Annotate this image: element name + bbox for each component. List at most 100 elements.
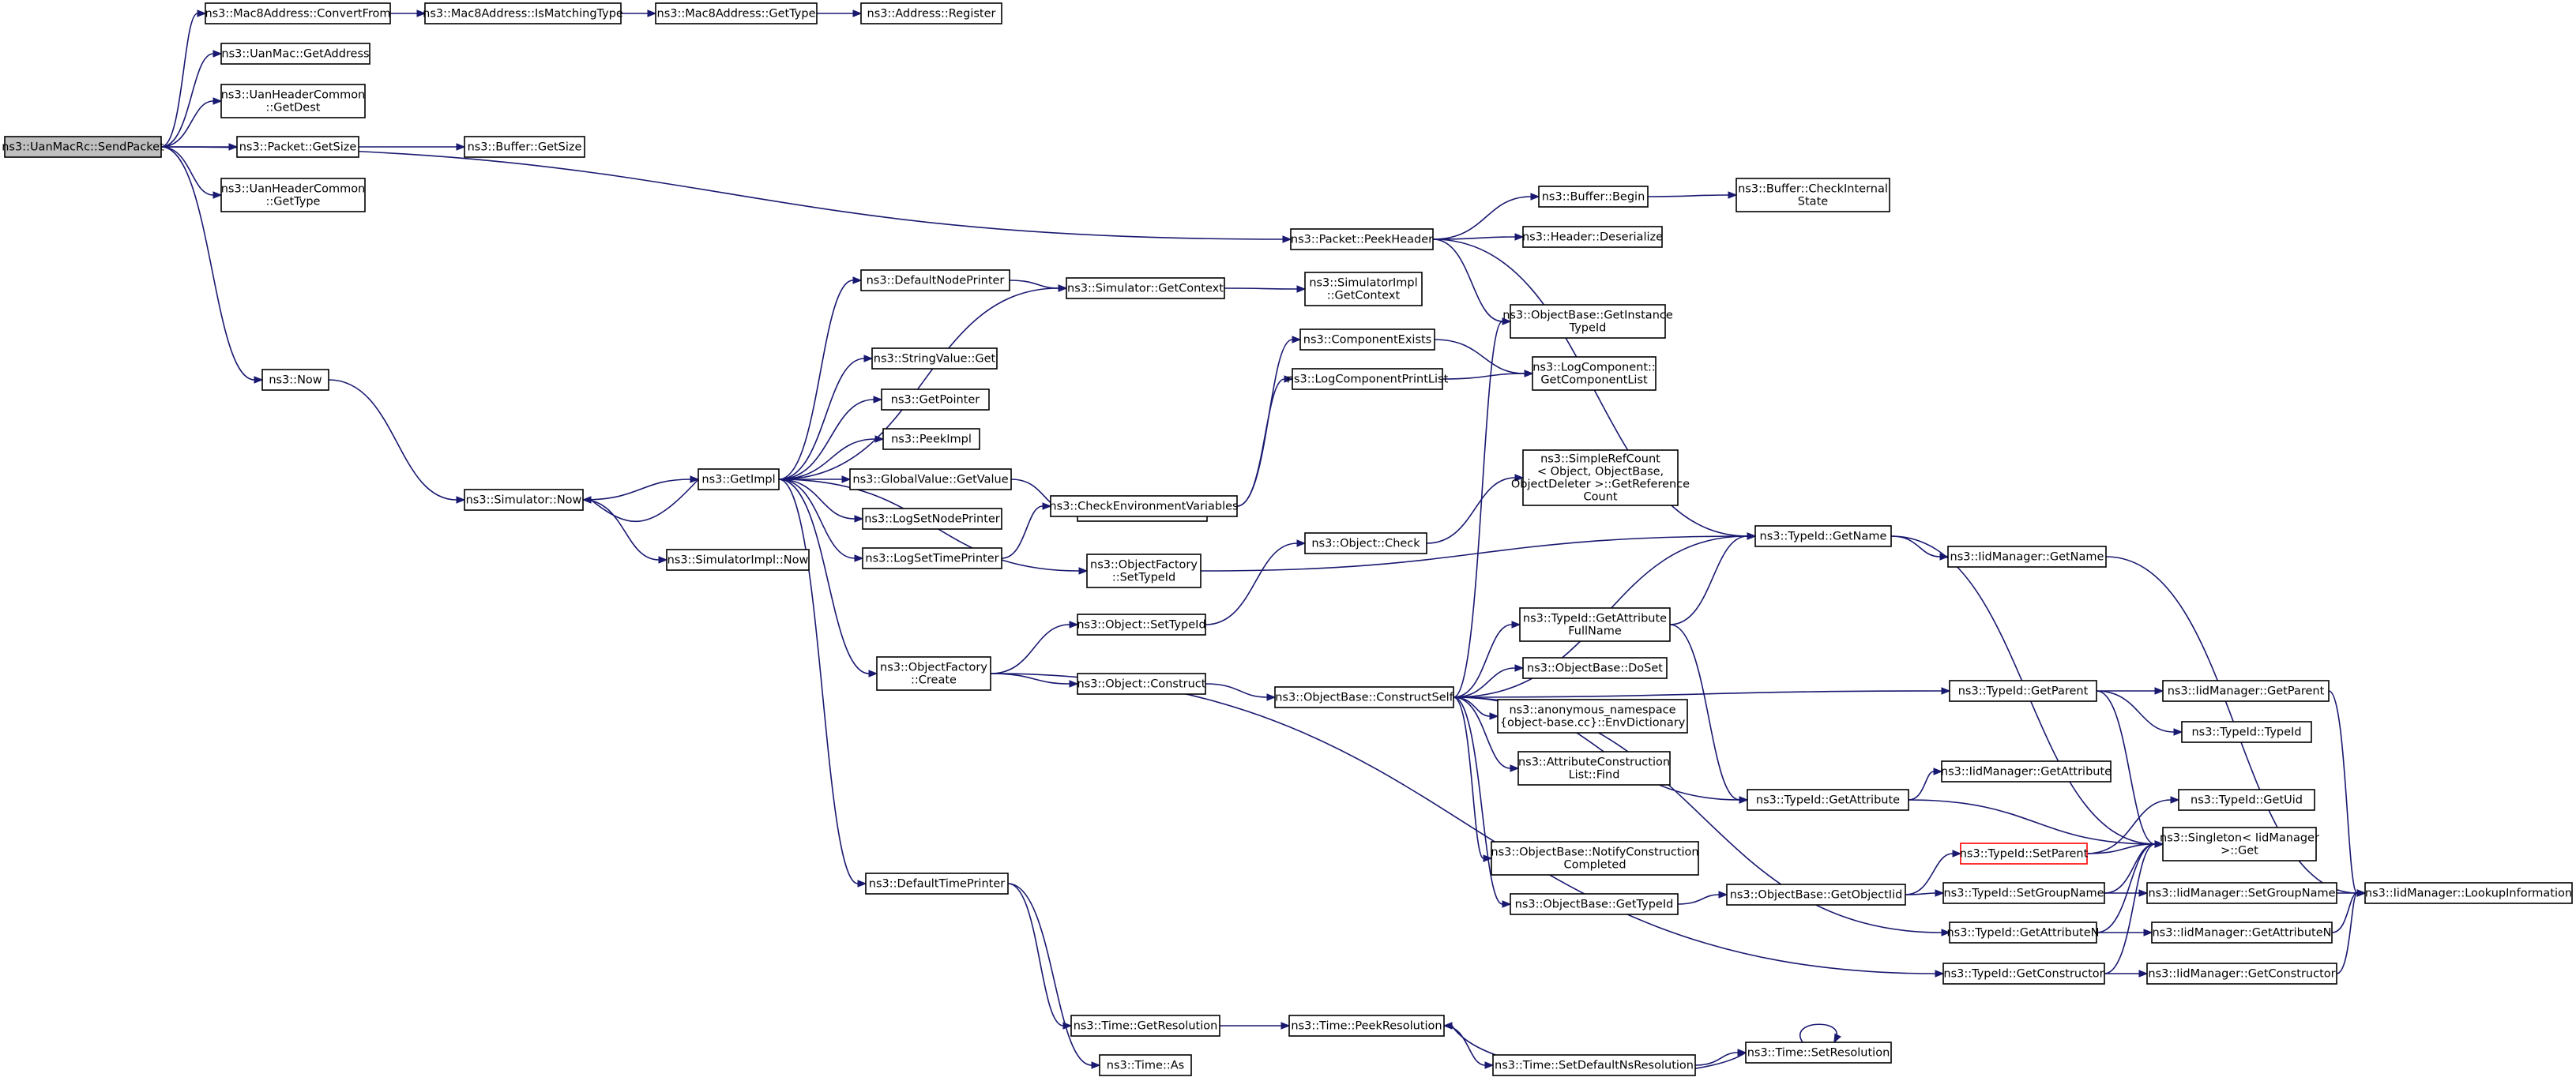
edge-line xyxy=(990,624,1070,674)
node-iidgetattribute[interactable]: ns3::IidManager::GetAttribute xyxy=(1941,760,2112,783)
node-hdrgetdest[interactable]: ns3::UanHeaderCommon::GetDest xyxy=(220,84,366,118)
node-objbasegettypeid[interactable]: ns3::ObjectBase::GetTypeId xyxy=(1510,893,1679,915)
node-compexists[interactable]: ns3::ComponentExists xyxy=(1299,328,1435,351)
node-tidsetgroupname[interactable]: ns3::TypeId::SetGroupName xyxy=(1942,882,2105,904)
node-globalgetvalue[interactable]: ns3::GlobalValue::GetValue xyxy=(849,468,1012,490)
node-objsettypeid[interactable]: ns3::Object::SetTypeId xyxy=(1077,614,1206,636)
edge-arrowhead xyxy=(1292,336,1302,343)
node-timegetres[interactable]: ns3::Time::GetResolution xyxy=(1070,1015,1220,1037)
node-box xyxy=(261,369,329,391)
node-simgetcontext[interactable]: ns3::Simulator::GetContext xyxy=(1066,277,1225,299)
edge-arrowhead xyxy=(1952,850,1962,858)
node-objbasedoset[interactable]: ns3::ObjectBase::DoSet xyxy=(1522,657,1668,679)
node-label: ns3::Address::Register xyxy=(867,8,996,21)
edge-getimpl-to-peekimpl xyxy=(778,435,885,480)
node-logcompgetlist[interactable]: ns3::LogComponent::GetComponentList xyxy=(1532,356,1657,391)
node-box xyxy=(1517,751,1671,786)
node-iidgetparent[interactable]: ns3::IidManager::GetParent xyxy=(2162,680,2330,702)
edge-arrowhead xyxy=(1941,929,1951,936)
node-box xyxy=(881,388,990,411)
node-logsetnodeprinter[interactable]: ns3::LogSetNodePrinter xyxy=(862,508,1002,530)
node-label: ns3::TypeId::GetAttributeN xyxy=(1946,927,2099,940)
node-tidgetuid[interactable]: ns3::TypeId::GetUid xyxy=(2178,789,2315,811)
node-objfactcreate[interactable]: ns3::ObjectFactory::Create xyxy=(876,656,991,691)
edge-line xyxy=(1905,853,1954,895)
node-box xyxy=(236,136,359,158)
node-label: ns3::Buffer::Begin xyxy=(1542,191,1645,204)
node-anonenvdict[interactable]: ns3::anonymous_namespace{object-base.cc}… xyxy=(1497,699,1688,734)
node-sendpacket[interactable]: ns3::UanMacRc::SendPacket xyxy=(2,136,164,158)
node-objconstruct[interactable]: ns3::Object::Construct xyxy=(1077,673,1206,695)
node-label: ns3::IidManager::GetAttribute xyxy=(1941,766,2112,779)
node-iidlookupinfo[interactable]: ns3::IidManager::LookupInformation xyxy=(2364,882,2573,904)
node-objfactsettypeid[interactable]: ns3::ObjectFactory::SetTypeId xyxy=(1086,554,1202,588)
node-strvalget[interactable]: ns3::StringValue::Get xyxy=(871,347,998,370)
node-uanmacgetaddr[interactable]: ns3::UanMac::GetAddress xyxy=(220,43,370,65)
node-tidgetattribute[interactable]: ns3::TypeId::GetAttribute xyxy=(1747,789,1909,811)
node-bufbegin[interactable]: ns3::Buffer::Begin xyxy=(1538,186,1649,208)
node-timesetdefns[interactable]: ns3::Time::SetDefaultNsResolution xyxy=(1492,1054,1696,1076)
node-logcompprintlist[interactable]: ns3::LogComponentPrintList xyxy=(1287,368,1449,390)
node-simimplnow[interactable]: ns3::SimulatorImpl::Now xyxy=(666,549,810,571)
node-tidgetname[interactable]: ns3::TypeId::GetName xyxy=(1754,525,1892,547)
node-addrregister[interactable]: ns3::Address::Register xyxy=(860,2,1002,24)
node-timeas[interactable]: ns3::Time::As xyxy=(1099,1054,1192,1076)
edge-tidgetattribute-to-iidgetattribute xyxy=(1908,768,1943,801)
node-m8convertfrom[interactable]: ns3::Mac8Address::ConvertFrom xyxy=(205,2,391,24)
edge-line xyxy=(1453,321,1503,698)
node-iidgetname[interactable]: ns3::IidManager::GetName xyxy=(1947,546,2107,568)
node-now[interactable]: ns3::Now xyxy=(261,369,329,391)
node-pktpeekheader[interactable]: ns3::Packet::PeekHeader xyxy=(1290,228,1434,250)
edge-arrowhead xyxy=(2173,728,2183,736)
node-timesetres[interactable]: ns3::Time::SetResolution xyxy=(1745,1042,1892,1064)
node-logsettimeprinter[interactable]: ns3::LogSetTimePrinter xyxy=(862,547,1002,569)
node-getpointer[interactable]: ns3::GetPointer xyxy=(881,388,990,411)
node-m8ismatching[interactable]: ns3::Mac8Address::IsMatchingType xyxy=(423,2,623,24)
node-objbaseconstructself[interactable]: ns3::ObjectBase::ConstructSelf xyxy=(1274,686,1454,708)
node-simnow[interactable]: ns3::Simulator::Now xyxy=(464,489,584,511)
node-m8gettype[interactable]: ns3::Mac8Address::GetType xyxy=(655,2,818,24)
node-iidsetgroupname[interactable]: ns3::IidManager::SetGroupName xyxy=(2146,882,2337,904)
node-tidgetattributen[interactable]: ns3::TypeId::GetAttributeN xyxy=(1946,921,2100,944)
edge-arrowhead xyxy=(1284,375,1294,383)
node-peekimpl[interactable]: ns3::PeekImpl xyxy=(882,428,980,450)
node-label: ns3::TypeId::SetParent xyxy=(1960,848,2089,861)
node-deftimeprinter[interactable]: ns3::DefaultTimePrinter xyxy=(865,873,1009,895)
node-iidgetconstructor[interactable]: ns3::IidManager::GetConstructor xyxy=(2146,963,2337,985)
node-checkenv[interactable]: ns3::CheckEnvironmentVariables xyxy=(1049,495,1239,517)
node-label: List::Find xyxy=(1569,769,1620,782)
node-tidgetconstructor[interactable]: ns3::TypeId::GetConstructor xyxy=(1942,963,2105,985)
node-simimplgetcontext[interactable]: ns3::SimulatorImpl::GetContext xyxy=(1304,272,1423,306)
node-objbasenotify[interactable]: ns3::ObjectBase::NotifyConstructionCompl… xyxy=(1491,841,1699,876)
node-box xyxy=(1299,328,1435,351)
node-defnodeprinter[interactable]: ns3::DefaultNodePrinter xyxy=(860,269,1010,291)
node-label: ns3::Header::Deserialize xyxy=(1522,231,1663,244)
node-bufgetsize[interactable]: ns3::Buffer::GetSize xyxy=(464,136,585,158)
node-box xyxy=(1077,673,1206,695)
node-getimpl[interactable]: ns3::GetImpl xyxy=(698,468,780,490)
edge-arrowhead xyxy=(1747,532,1757,540)
edge-line xyxy=(1442,373,1525,380)
edge-line xyxy=(1669,535,1748,625)
node-objcheck[interactable]: ns3::Object::Check xyxy=(1304,532,1427,554)
node-box xyxy=(1949,680,2097,702)
edge-arrowhead xyxy=(1935,970,1945,978)
node-tidtypeid[interactable]: ns3::TypeId::TypeId xyxy=(2181,721,2312,743)
node-simplerefcount[interactable]: ns3::SimpleRefCount< Object, ObjectBase,… xyxy=(1511,449,1690,506)
node-box xyxy=(849,468,1012,490)
edge-arrowhead xyxy=(581,496,592,504)
node-singletonget[interactable]: ns3::Singleton< IidManager>::Get xyxy=(2160,827,2319,861)
node-iidgetattributen[interactable]: ns3::IidManager::GetAttributeN xyxy=(2151,921,2333,944)
node-pktgetsize[interactable]: ns3::Packet::GetSize xyxy=(236,136,359,158)
node-box xyxy=(1070,1015,1220,1037)
node-objbasegetobjectiid[interactable]: ns3::ObjectBase::GetObjectIid xyxy=(1726,884,1906,906)
node-hdrdeserialize[interactable]: ns3::Header::Deserialize xyxy=(1522,226,1663,248)
node-tidsetparent[interactable]: ns3::TypeId::SetParent xyxy=(1960,843,2089,865)
node-hdrgettype[interactable]: ns3::UanHeaderCommon::GetType xyxy=(220,178,366,212)
node-tidgetparent[interactable]: ns3::TypeId::GetParent xyxy=(1949,680,2097,702)
node-timepeekres[interactable]: ns3::Time::PeekResolution xyxy=(1288,1015,1445,1037)
